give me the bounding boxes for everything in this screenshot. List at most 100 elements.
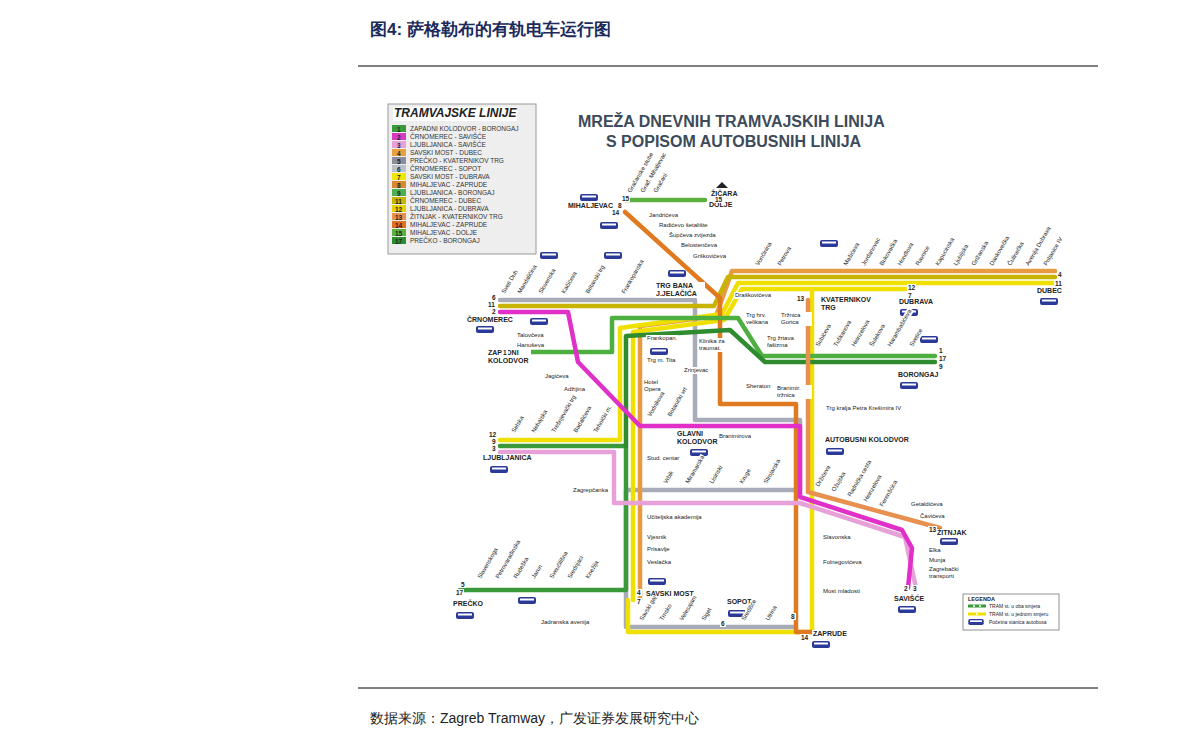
map-label: 12 (907, 284, 916, 291)
map-label: 1 (502, 349, 508, 356)
map-label: DUBRAVA (898, 298, 934, 306)
map-label: Munja (928, 557, 946, 564)
map-label: 7 (396, 174, 402, 181)
map-graphic (530, 318, 548, 325)
map-label: 5 (396, 158, 402, 165)
map-label: 11 (394, 198, 403, 205)
map-label: Jadranska avenija (540, 619, 590, 626)
legend-text: MIHALJEVAC - ZAPRUDE (410, 180, 487, 189)
map-label: Mašićeva (842, 241, 862, 268)
map-graphic (716, 182, 728, 188)
map-label: LEGENDA (967, 596, 996, 602)
map-graphic (500, 452, 916, 588)
map-label: 4 (1057, 271, 1063, 278)
map-label: Nehajska (530, 408, 549, 435)
map-label: 6 (720, 620, 726, 627)
map-graphic (968, 605, 986, 608)
map-label: 14 (800, 634, 809, 641)
legend-text: ZAPADNI KOLODVOR - BORONGAJ (410, 124, 519, 133)
map-graphic (973, 605, 975, 607)
legend-text: TRAM st. u jednom smjeru (989, 611, 1048, 617)
map-label: 9 (396, 190, 402, 197)
map-label: Radićevo šetalište (658, 222, 709, 229)
map-label: 7 (636, 598, 642, 605)
map-label: Slavonska (822, 534, 852, 541)
map-label: Šupčeva zvijezda (668, 232, 717, 239)
map-label: Jandrićeva (648, 212, 679, 219)
map-label: Kačićeva (560, 270, 579, 296)
map-label: Trnsko (658, 602, 674, 623)
map-label: Klinika za traumat. (698, 338, 734, 352)
map-label: 17 (455, 589, 464, 596)
map-label: Tržnica Gorica (780, 312, 812, 326)
map-label: 2 (396, 134, 402, 141)
map-label: 9 (938, 363, 944, 370)
map-label: 14 (611, 209, 620, 216)
map-graphic (979, 605, 981, 607)
map-graphic (812, 641, 830, 648)
figure-title: 图4: 萨格勒布的有轨电车运行图 (370, 18, 611, 41)
map-graphic (920, 336, 938, 343)
map-label: Sheraton (745, 383, 771, 390)
legend-text: PREČKO - BORONGAJ (410, 236, 480, 245)
map-label: Vodnikova (646, 390, 667, 419)
map-label: Britanski trg (584, 263, 607, 296)
map-label: Ljubijska (952, 242, 971, 267)
map-graphic (625, 198, 705, 203)
map-graphic (650, 348, 668, 355)
map-label: Most mladosti (822, 588, 861, 595)
map-label: TRG BANA J.JELAČIĆA (655, 282, 705, 298)
map-graphic (976, 613, 978, 615)
map-graphic (600, 222, 618, 229)
map-graphic (490, 466, 508, 473)
map-label: 2 (491, 308, 497, 315)
map-label: Branimirova (718, 433, 752, 440)
map-label: Folnegovićeva (822, 559, 863, 566)
map-label: Vončinina (754, 240, 774, 268)
map-label: ŽITNJAK (936, 529, 968, 537)
map-label: Srednjaci (566, 554, 585, 581)
map-label: Vjesnik (646, 534, 667, 541)
map-label: Slovenska (537, 267, 558, 296)
legend-text: PREČKO - KVATERNIKOV TRG (410, 156, 504, 165)
map-label: Trg žrtava fašizma (766, 335, 804, 349)
map-label: 1 (938, 347, 944, 354)
legend-text: ČRNOMEREC - SOPOT (410, 164, 481, 173)
legend-text: TRAM st. u oba smjera (989, 603, 1040, 609)
map-label: MIHALJEVAC (567, 202, 614, 210)
map-label: Učiteljska akademija (646, 514, 703, 521)
map-label: 17 (394, 238, 403, 245)
map-label: LJUBLJANICA (482, 454, 533, 462)
map-label: 3 (396, 142, 402, 149)
map-label: 1 (396, 126, 402, 133)
map-graphic (628, 289, 812, 632)
map-graphic (540, 252, 558, 259)
map-label: Ferenšćica (878, 478, 900, 509)
map-graphic (500, 312, 912, 588)
map-label: Trg hrv. velikana (745, 312, 781, 326)
map-label: 8 (396, 182, 402, 189)
map-label: Jagićeva (544, 373, 570, 380)
map-graphic (826, 448, 844, 455)
map-label: Hanuševa (516, 342, 545, 349)
map-graphic (1040, 298, 1058, 305)
map-label: Belostenčeva (680, 242, 718, 249)
map-label: 8 (790, 613, 796, 620)
map-graphic (460, 200, 1055, 632)
map-graphic (358, 66, 1098, 67)
map-graphic (640, 271, 1055, 600)
map-graphic (358, 688, 1098, 689)
map-label: TRAMVAJSKE LINIJE (393, 107, 517, 121)
map-label: Kruge (738, 467, 753, 486)
map-graphic (518, 597, 536, 604)
map-graphic (716, 182, 728, 188)
map-label: PREČKO (452, 600, 484, 608)
map-label: Zrinjevac (683, 367, 709, 374)
map-label: 12 (394, 206, 403, 213)
map-label: KVATERNIKOV TRG (820, 296, 874, 312)
map-label: SAVIŠĆE (893, 595, 925, 603)
map-label: Mandaličina (516, 263, 539, 296)
map-label: ZAPRUDE (812, 630, 848, 638)
map-graphic (668, 270, 686, 277)
map-label: Badalićeva (572, 404, 594, 435)
